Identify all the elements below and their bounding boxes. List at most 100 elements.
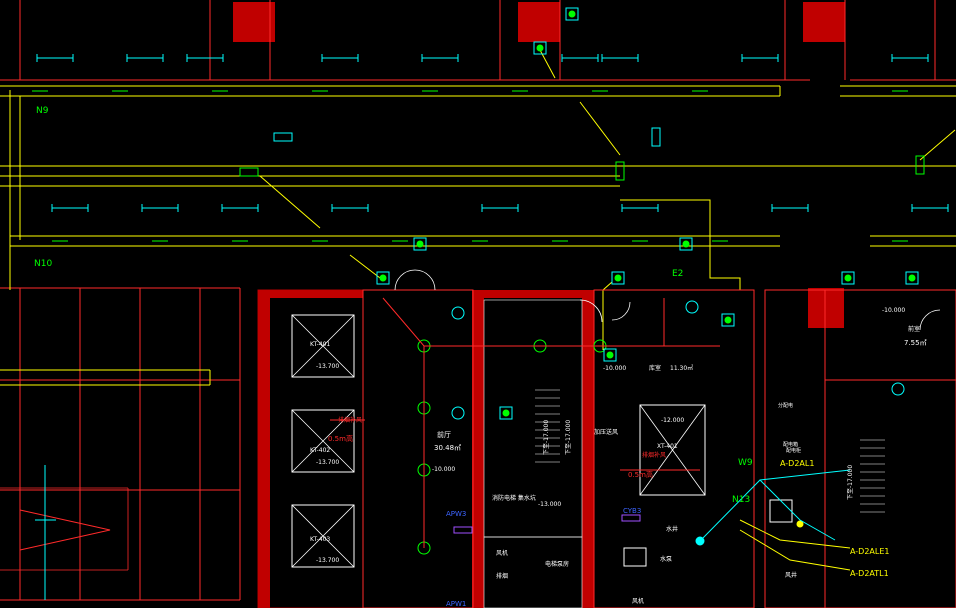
grid-label-e2: E2 (672, 269, 683, 279)
cable-route (539, 49, 556, 79)
cable-route (349, 254, 381, 279)
room-low-2: 电梯泵房 (545, 560, 569, 568)
red-note-4: 0.5m高 (628, 470, 653, 479)
stair-note-1: 下至-17.000 (543, 420, 550, 455)
ceiling-lamp (685, 300, 699, 314)
fire-room-outline (483, 536, 583, 608)
room-elev-storage: -10.000 (603, 365, 626, 372)
elevator-cross (291, 314, 355, 378)
panel-marker (453, 526, 473, 534)
door-arc (394, 269, 416, 291)
storage-outline (593, 289, 755, 608)
room-name-right: 前室 (908, 325, 920, 333)
shaft-label-kt403: KT-403 (310, 536, 330, 543)
column-block (803, 2, 845, 42)
hatch-line (19, 509, 111, 551)
cable-route (620, 199, 741, 290)
panel-label-cyb3: CYB3 (623, 507, 641, 515)
room-low-1: 风机 (496, 549, 508, 557)
junction-box (721, 313, 735, 327)
wiring-cyan (759, 469, 851, 481)
cable-route (579, 101, 621, 156)
stair-note-2: 下至-17.000 (565, 420, 572, 455)
junction-dot (379, 274, 387, 282)
thick-wall (258, 290, 363, 298)
room-low-3: 水泵 (660, 555, 672, 563)
room-pipe: 分配电 (778, 402, 793, 409)
grid-label-w9: W9 (738, 458, 753, 468)
circuit-label-a-d2atl1: A-D2ATL1 (850, 569, 889, 578)
cable-route (602, 281, 613, 350)
junction-box (611, 271, 625, 285)
panel-label-apw1: APW1 (446, 600, 466, 608)
wiring-red (382, 297, 600, 347)
equipment-box (623, 547, 647, 567)
cable-route (259, 175, 321, 229)
grid-label-n9: N9 (36, 106, 49, 116)
switch-marker (239, 167, 259, 177)
room-area-hall: 30.48㎡ (434, 444, 461, 452)
elevator-shaft (291, 409, 355, 473)
thick-wall (258, 290, 270, 608)
cable-route (919, 129, 956, 161)
elevator-cross (291, 504, 355, 568)
wiring-red (612, 298, 665, 347)
shaft-elev-kt403: -13.700 (316, 557, 339, 564)
stair-note-3: 下至-17.000 (847, 465, 854, 500)
junction-dot (844, 274, 852, 282)
room-name-hall: 前厅 (437, 430, 451, 439)
red-note-3: 排烟补风 (642, 451, 666, 459)
junction-box (376, 271, 390, 285)
room-low-5: 风机 (632, 597, 644, 605)
red-note-2: 0.5m高 (328, 434, 353, 443)
junction-box (413, 237, 427, 251)
junction-box (565, 7, 579, 21)
ceiling-lamp (891, 382, 905, 396)
ceiling-lamp (451, 406, 465, 420)
column-block (808, 288, 844, 328)
elevator-shaft (291, 314, 355, 378)
red-note-1: 排烟补风 (338, 416, 362, 424)
junction-dot (606, 351, 614, 359)
switch-marker (651, 127, 661, 147)
shaft-label-kt401: KT-401 (310, 341, 330, 348)
column-block (518, 2, 560, 42)
door-arc (611, 301, 631, 321)
shaft-label-xt401: XT-401 (657, 443, 678, 450)
room-name-storage: 库室 (649, 364, 661, 372)
junction-box (905, 271, 919, 285)
shaft-elev-kt401: -13.700 (316, 363, 339, 370)
room-elev-right: -10.000 (882, 307, 905, 314)
wiring-yellow (739, 519, 851, 549)
shaft-label-kt402: KT-402 (310, 447, 330, 454)
panel-marker (621, 514, 641, 522)
grid-label-n10: N10 (34, 259, 52, 269)
junction-dot (908, 274, 916, 282)
room-low-1b: 排烟 (496, 572, 508, 580)
column-block (233, 2, 275, 42)
room-well: 水井 (666, 525, 678, 533)
junction-box (603, 348, 617, 362)
shaft-elev-kt402: -13.700 (316, 459, 339, 466)
equipment-box (769, 499, 793, 523)
wiring-cyan (699, 479, 836, 542)
room-fire-elev: -13.000 (538, 501, 561, 508)
room-machine: 加压送风 (594, 428, 618, 436)
elevator-cross (639, 404, 706, 496)
room-low-4: 配电柜 (786, 447, 801, 454)
door-arc (919, 309, 941, 331)
junction-dot (416, 240, 424, 248)
junction-dot (724, 316, 732, 324)
thick-wall (582, 290, 594, 608)
junction-dot (614, 274, 622, 282)
junction-box (499, 406, 513, 420)
shaft-elev-xt: -12.000 (661, 417, 684, 424)
room-area-storage: 11.30㎡ (670, 364, 693, 372)
right-room-outline (824, 289, 956, 381)
door-arc (414, 269, 436, 291)
circuit-label-a-d2ale1: A-D2ALE1 (850, 547, 890, 556)
junction-dot (502, 409, 510, 417)
wiring-yellow (739, 529, 851, 571)
